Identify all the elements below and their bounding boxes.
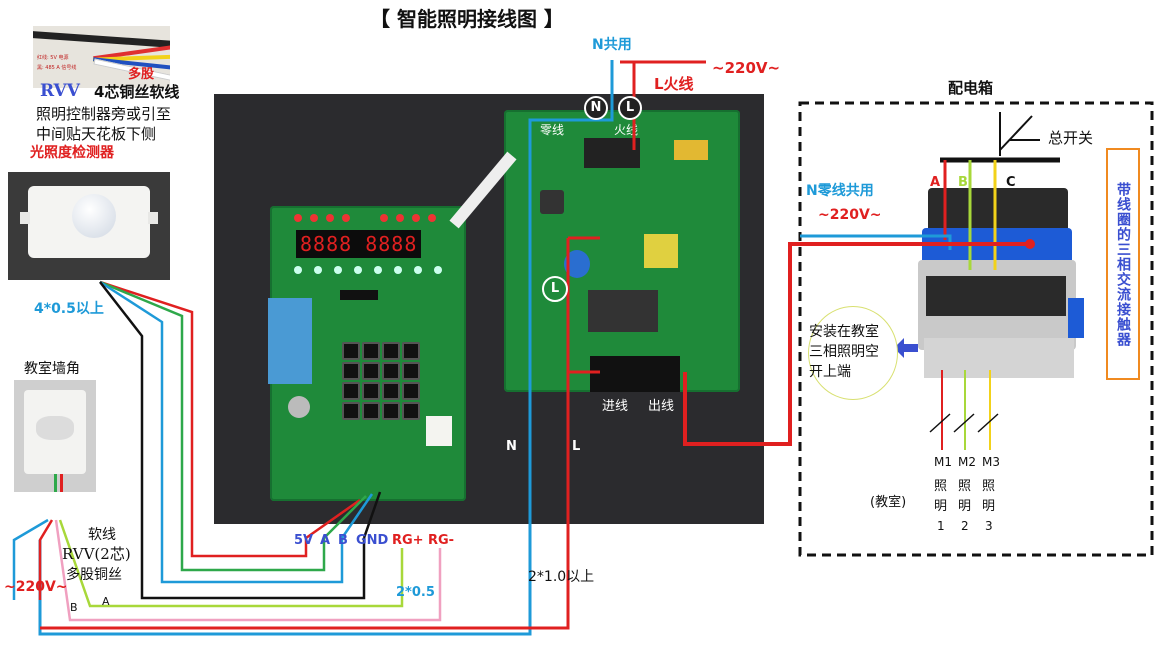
controller-box-photo: 8888 8888 零线 火线 进线 出线 — [214, 94, 764, 524]
lighting-2-b: 明 — [958, 499, 972, 514]
power-pcb: 零线 火线 进线 出线 — [504, 110, 740, 414]
l-pcb-badge: L — [542, 276, 568, 302]
lighting-1-b: 明 — [934, 499, 948, 514]
light-sensor-name: 光照度检测器 — [30, 145, 114, 161]
cable-note-1: 红线: 5V 电源 — [37, 55, 69, 61]
pir-rvv-label: RVV(2芯) — [62, 545, 131, 563]
contactor-label: 带线圈的三相交流接触器 — [1115, 181, 1131, 347]
pir-sensor-photo — [14, 380, 96, 492]
cable-note-2: 黑: 485 A 信号线 — [37, 65, 77, 71]
n-shared-label: N共用 — [592, 37, 632, 53]
pir-b-label: B — [70, 601, 78, 614]
terminal-b: B — [338, 533, 348, 548]
cabinet-220v: ~220V~ — [818, 207, 882, 223]
pcb-in-label: 进线 — [602, 399, 629, 414]
lighting-3-a: 照 — [982, 479, 996, 494]
breaker-m1: M1 — [934, 455, 952, 469]
cabinet-n-shared: N零线共用 — [806, 183, 874, 199]
main-switch-label: 总开关 — [1048, 129, 1094, 147]
lighting-3-c: 3 — [985, 519, 993, 533]
terminal-gnd: GND — [356, 533, 389, 548]
cable-photo: 红线: 5V 电源 黑: 485 A 信号线 — [33, 26, 170, 88]
top-220v-label: ~220V~ — [712, 59, 781, 77]
lighting-2-a: 照 — [958, 479, 972, 494]
terminal-5v: 5V — [294, 533, 314, 548]
breaker-m3: M3 — [982, 455, 1000, 469]
pir-copper-label: 多股铜丝 — [66, 567, 122, 583]
terminal-rg-plus: RG+ — [392, 533, 424, 548]
diagram-title: 【 智能照明接线图 】 — [370, 7, 564, 31]
lighting-3-b: 明 — [982, 499, 996, 514]
control-pcb: 8888 8888 — [268, 206, 466, 501]
cabinet-title: 配电箱 — [948, 79, 994, 97]
l-wire-label: L — [572, 439, 581, 454]
l-fire-label: L火线 — [654, 75, 694, 93]
sensor-cable-spec: 4*0.5以上 — [34, 301, 104, 317]
pir-soft-label: 软线 — [88, 527, 116, 543]
phase-b-label: B — [958, 175, 968, 190]
cable-rvv-label: RVV — [40, 81, 80, 101]
pcb-zero-label: 零线 — [540, 123, 565, 137]
pcb-out-label: 出线 — [648, 399, 675, 414]
cable-many-label: 多股 — [128, 67, 155, 82]
phase-c-label: C — [1006, 175, 1016, 190]
lighting-1-a: 照 — [934, 479, 948, 494]
classroom-label: (教室) — [870, 495, 907, 510]
terminal-a: A — [320, 533, 331, 548]
terminal-rg-minus: RG- — [428, 533, 455, 548]
contactor-label-box: 带线圈的三相交流接触器 — [1106, 148, 1140, 380]
lighting-1-c: 1 — [937, 519, 945, 533]
pir-location: 教室墙角 — [24, 361, 80, 377]
install-line-1: 安装在教室 — [809, 324, 879, 340]
seven-seg-display: 8888 8888 — [296, 230, 422, 258]
light-sensor-photo — [8, 172, 170, 280]
lighting-2-c: 2 — [961, 519, 969, 533]
pir-a-label: A — [102, 595, 110, 608]
install-note: 安装在教室 三相照明空 开上端 — [808, 306, 898, 400]
n-terminal-badge: N — [584, 96, 608, 120]
cable-desc-label: 4芯铜丝软线 — [94, 83, 180, 101]
cabinet-box — [798, 101, 1154, 557]
mount-line-1: 照明控制器旁或引至 — [36, 105, 172, 123]
main-cable-spec: 2*1.0以上 — [528, 569, 595, 585]
n-wire-label: N — [506, 439, 517, 454]
install-line-2: 三相照明空 — [809, 344, 879, 360]
rg-cable-spec: 2*0.5 — [396, 585, 435, 600]
breaker-m2: M2 — [958, 455, 976, 469]
l-terminal-badge: L — [618, 96, 642, 120]
contactor-photo — [918, 188, 1086, 384]
phase-a-label: A — [930, 175, 941, 190]
pcb-fire-label: 火线 — [614, 123, 639, 137]
pir-220v-label: ~220V~ — [4, 579, 68, 595]
install-line-3: 开上端 — [809, 364, 851, 380]
mount-line-2: 中间贴天花板下侧 — [36, 125, 157, 143]
